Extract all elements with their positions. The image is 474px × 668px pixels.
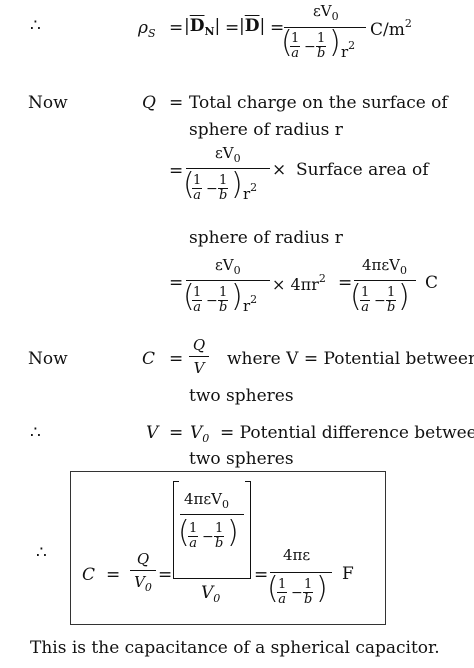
frac4b-rparen: ) — [398, 279, 410, 314]
times-line3: × — [272, 160, 287, 180]
frac3-rparen: ) — [231, 167, 243, 202]
frac4-lparen: ( — [183, 279, 195, 314]
q-over-v0: Q V0 — [130, 550, 156, 594]
frac1-minus: − — [304, 39, 316, 55]
unit-c: C — [425, 273, 439, 293]
rho-s: ρS — [138, 18, 156, 40]
therefore-symbol-3: ∴ — [36, 543, 47, 563]
eq-line4: = — [169, 273, 184, 293]
frac3-lparen: ( — [183, 167, 195, 202]
frac1-bar — [284, 27, 366, 28]
eq-3: = — [270, 18, 285, 38]
abs-dn: |DN| — [184, 16, 221, 38]
frac4-rparen: ) — [231, 279, 243, 314]
eq-2: = — [225, 18, 240, 38]
eq-c: = — [169, 349, 184, 369]
frac3-bar — [186, 168, 270, 169]
frac4-num: εV0 — [215, 256, 241, 277]
now-label-2: Now — [28, 349, 68, 369]
frac4-minus: − — [206, 293, 218, 309]
potential-diff-text: = Potential difference between — [220, 423, 474, 443]
eq-line3: = — [169, 161, 184, 181]
sphere-radius-text-1: sphere of radius r — [189, 120, 343, 140]
bracket-right — [245, 481, 251, 579]
big-inner-bar — [180, 514, 244, 515]
box-eq-3: = — [254, 565, 269, 585]
sphere-radius-text-2: sphere of radius r — [189, 228, 343, 248]
eq-q: = — [169, 93, 184, 113]
big-minus: − — [202, 529, 214, 545]
frac4b-minus: − — [374, 293, 386, 309]
abs-d: |D| — [239, 16, 266, 36]
res-num: 4πε — [283, 546, 311, 564]
v0-rhs: V0 — [190, 423, 210, 445]
big-den: V0 — [201, 583, 221, 605]
box-c-lhs: C — [82, 565, 96, 585]
therefore-symbol-2: ∴ — [30, 423, 41, 443]
frac3-num: εV0 — [215, 144, 241, 165]
frac4b-num: 4πεV0 — [362, 256, 408, 277]
frac1-lparen: ( — [281, 25, 293, 60]
res-minus: − — [291, 585, 303, 601]
frac4b-bar — [354, 280, 416, 281]
times-4pir2: × 4πr2 — [272, 272, 326, 294]
res-bar — [270, 572, 332, 573]
res-lparen: ( — [267, 571, 279, 606]
unit-c-m2: C/m2 — [370, 17, 412, 40]
eq-1: = — [169, 18, 184, 38]
big-lparen: ( — [178, 515, 190, 550]
total-charge-text: Total charge on the surface of — [189, 93, 448, 113]
frac3-r2: r2 — [243, 181, 258, 203]
big-num: 4πεV0 — [184, 490, 230, 511]
big-main-bar — [173, 578, 251, 579]
two-spheres-text-2: two spheres — [189, 449, 294, 469]
frac3-minus: − — [206, 181, 218, 197]
c-lhs: C — [142, 349, 156, 369]
result-box — [70, 471, 386, 625]
where-v-text: where V = Potential between — [227, 349, 474, 369]
box-eq-1: = — [106, 565, 121, 585]
frac4-bar — [186, 280, 270, 281]
frac1-rparen: ) — [329, 25, 341, 60]
frac1-r2: r2 — [341, 39, 356, 61]
two-spheres-text-1: two spheres — [189, 386, 294, 406]
frac4b-lparen: ( — [350, 279, 362, 314]
v-lhs: V — [146, 423, 159, 443]
res-rparen: ) — [316, 571, 328, 606]
therefore-symbol-1: ∴ — [30, 16, 41, 36]
eq-v: = — [169, 423, 184, 443]
unit-f: F — [342, 564, 354, 584]
box-eq-2: = — [158, 565, 173, 585]
q-lhs: Q — [142, 93, 156, 113]
eq-line4b: = — [338, 273, 353, 293]
frac1-num: εV0 — [313, 2, 339, 23]
big-rparen: ) — [227, 515, 239, 550]
now-label-1: Now — [28, 93, 68, 113]
conclusion-text: This is the capacitance of a spherical c… — [30, 638, 440, 658]
frac4-r2: r2 — [243, 293, 258, 315]
surface-area-text: Surface area of — [296, 160, 429, 180]
